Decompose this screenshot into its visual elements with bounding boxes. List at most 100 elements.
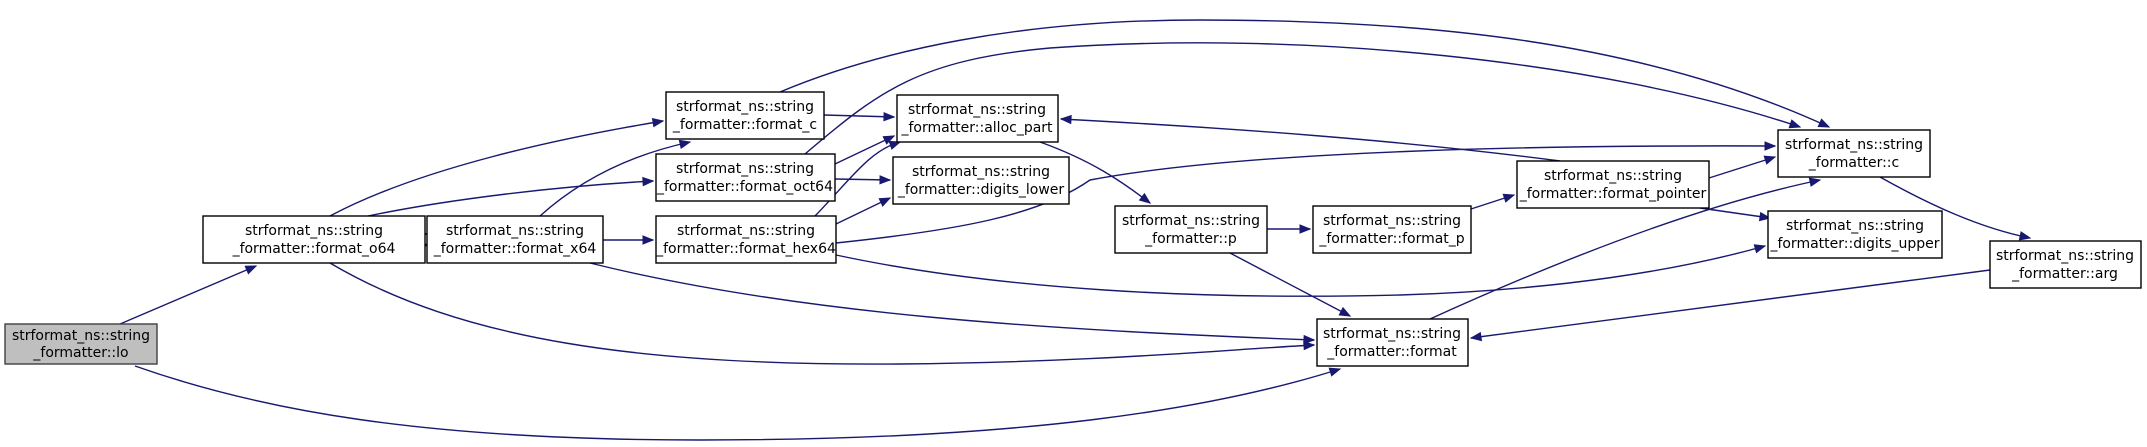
arrowhead (1303, 334, 1316, 345)
edge-format-oct64-to-alloc-part (834, 135, 896, 165)
node-format-pointer-line1: strformat_ns::string (1544, 168, 1682, 184)
node-format-c-line2: _formatter::format_c (672, 117, 817, 133)
node-format-c[interactable]: strformat_ns::string _formatter::format_… (665, 91, 825, 140)
edge-format-p-to-format-pointer (1470, 193, 1516, 210)
arrowhead (1763, 155, 1777, 165)
node-alloc-part-line2: _formatter::alloc_part (900, 120, 1053, 136)
arrowhead (642, 235, 655, 245)
edge-lo-to-format-o64 (119, 265, 258, 325)
arrowhead (1303, 340, 1316, 351)
node-c-line1: strformat_ns::string (1785, 137, 1923, 153)
edge-format-o64-to-format (329, 262, 1316, 365)
edge-format-c-to-alloc-part (823, 111, 896, 122)
node-digits-lower-line2: _formatter::digits_lower (897, 182, 1065, 198)
arrowhead (1502, 193, 1516, 203)
node-format-x64[interactable]: strformat_ns::string _formatter::format_… (426, 215, 604, 264)
node-c-line2: _formatter::c (1808, 155, 1899, 171)
node-lo-line1: strformat_ns::string (12, 328, 150, 344)
node-format-hex64[interactable]: strformat_ns::string _formatter::format_… (655, 215, 837, 264)
edge-format-o64-to-format-oct64 (367, 176, 655, 217)
edge-format-o64-to-format-c (329, 118, 665, 217)
edge-arg-to-format (1469, 269, 1991, 342)
edge-format-oct64-to-c (804, 42, 1802, 155)
edge-alloc-part-to-p (1039, 141, 1152, 204)
arrowhead (1469, 331, 1483, 342)
edge-format-oct64-to-digits-lower (834, 175, 892, 185)
node-digits-upper-line1: strformat_ns::string (1786, 218, 1924, 234)
node-format-oct64-line2: _formatter::format_oct64 (656, 179, 833, 195)
edge-lo-to-format (134, 365, 1342, 441)
arrowhead (244, 265, 258, 275)
edge-format-c-to-c (779, 19, 1831, 128)
arrowhead (1338, 306, 1352, 317)
node-format[interactable]: strformat_ns::string _formatter::format (1316, 318, 1469, 367)
node-p[interactable]: strformat_ns::string _formatter::p (1114, 205, 1268, 254)
arrowhead (882, 135, 896, 145)
node-p-line2: _formatter::p (1144, 231, 1237, 247)
nodes-layer: strformat_ns::string _formatter::lo strf… (4, 91, 2142, 367)
node-format-pointer[interactable]: strformat_ns::string _formatter::format_… (1516, 160, 1710, 209)
arrowhead (883, 111, 896, 122)
edge-format-hex64-to-digits-lower (835, 197, 892, 225)
edge-format-pointer-to-digits-upper (1699, 207, 1772, 222)
node-c[interactable]: strformat_ns::string _formatter::c (1777, 129, 1931, 178)
node-format-o64[interactable]: strformat_ns::string _formatter::format_… (202, 215, 426, 264)
edge-format-hex64-to-digits-upper (835, 244, 1767, 297)
arrowhead (888, 140, 902, 150)
edge-p-to-format (1229, 252, 1352, 317)
node-format-hex64-line1: strformat_ns::string (677, 223, 815, 239)
edge-format-hex64-to-alloc-part (814, 140, 902, 217)
node-alloc-part-line1: strformat_ns::string (908, 102, 1046, 118)
node-lo[interactable]: strformat_ns::string _formatter::lo (4, 323, 158, 365)
edge-format-x64-to-format (589, 262, 1316, 345)
node-format-line1: strformat_ns::string (1323, 326, 1461, 342)
node-p-line1: strformat_ns::string (1122, 213, 1260, 229)
arrowhead (1059, 114, 1072, 125)
node-format-x64-line1: strformat_ns::string (446, 223, 584, 239)
node-digits-upper[interactable]: strformat_ns::string _formatter::digits_… (1767, 210, 1943, 259)
edge-c-to-arg (1879, 176, 2032, 241)
edge-format-pointer-to-alloc-part (1059, 114, 1561, 162)
arrowhead (1299, 224, 1312, 234)
arrowhead (651, 118, 665, 128)
edge-format-pointer-to-c (1708, 155, 1777, 179)
node-digits-upper-line2: _formatter::digits_upper (1769, 236, 1939, 252)
arrowhead (1753, 244, 1767, 254)
node-format-o64-line1: strformat_ns::string (245, 223, 383, 239)
edge-format-hex64-to-c (835, 141, 1777, 244)
edge-format-to-c (1429, 177, 1822, 320)
node-format-c-line1: strformat_ns::string (676, 99, 814, 115)
arrowhead (1764, 141, 1777, 151)
arrowhead (1138, 192, 1152, 204)
edge-p-to-format-p (1267, 224, 1312, 234)
node-alloc-part[interactable]: strformat_ns::string _formatter::alloc_p… (896, 94, 1059, 143)
node-format-p-line1: strformat_ns::string (1323, 213, 1461, 229)
edge-format-x64-to-format-c (539, 139, 692, 217)
arrowhead (1817, 118, 1831, 128)
node-format-p-line2: _formatter::format_p (1318, 231, 1464, 247)
edges-layer (119, 19, 2032, 441)
node-format-x64-line2: _formatter::format_x64 (433, 241, 597, 257)
node-arg-line1: strformat_ns::string (1996, 248, 2134, 264)
node-format-oct64[interactable]: strformat_ns::string _formatter::format_… (655, 153, 836, 202)
node-arg-line2: _formatter::arg (2011, 266, 2118, 282)
node-format-o64-line2: _formatter::format_o64 (232, 241, 396, 257)
arrowhead (678, 139, 692, 149)
arrowhead (1808, 177, 1822, 187)
node-format-p[interactable]: strformat_ns::string _formatter::format_… (1312, 205, 1472, 254)
arrowhead (1328, 367, 1342, 377)
node-arg[interactable]: strformat_ns::string _formatter::arg (1989, 240, 2142, 289)
arrowhead (2018, 231, 2032, 241)
edge-format-x64-to-format-hex64 (603, 235, 655, 245)
node-lo-line2: _formatter::lo (32, 345, 128, 361)
arrowhead (642, 176, 655, 187)
arrowhead (879, 175, 892, 185)
node-format-oct64-line1: strformat_ns::string (676, 161, 814, 177)
node-format-hex64-line2: _formatter::format_hex64 (655, 241, 836, 257)
node-format-line2: _formatter::format (1326, 344, 1457, 360)
node-digits-lower[interactable]: strformat_ns::string _formatter::digits_… (892, 156, 1070, 205)
arrowhead (878, 197, 892, 207)
node-digits-lower-line1: strformat_ns::string (912, 164, 1050, 180)
arrowhead (1788, 119, 1802, 129)
